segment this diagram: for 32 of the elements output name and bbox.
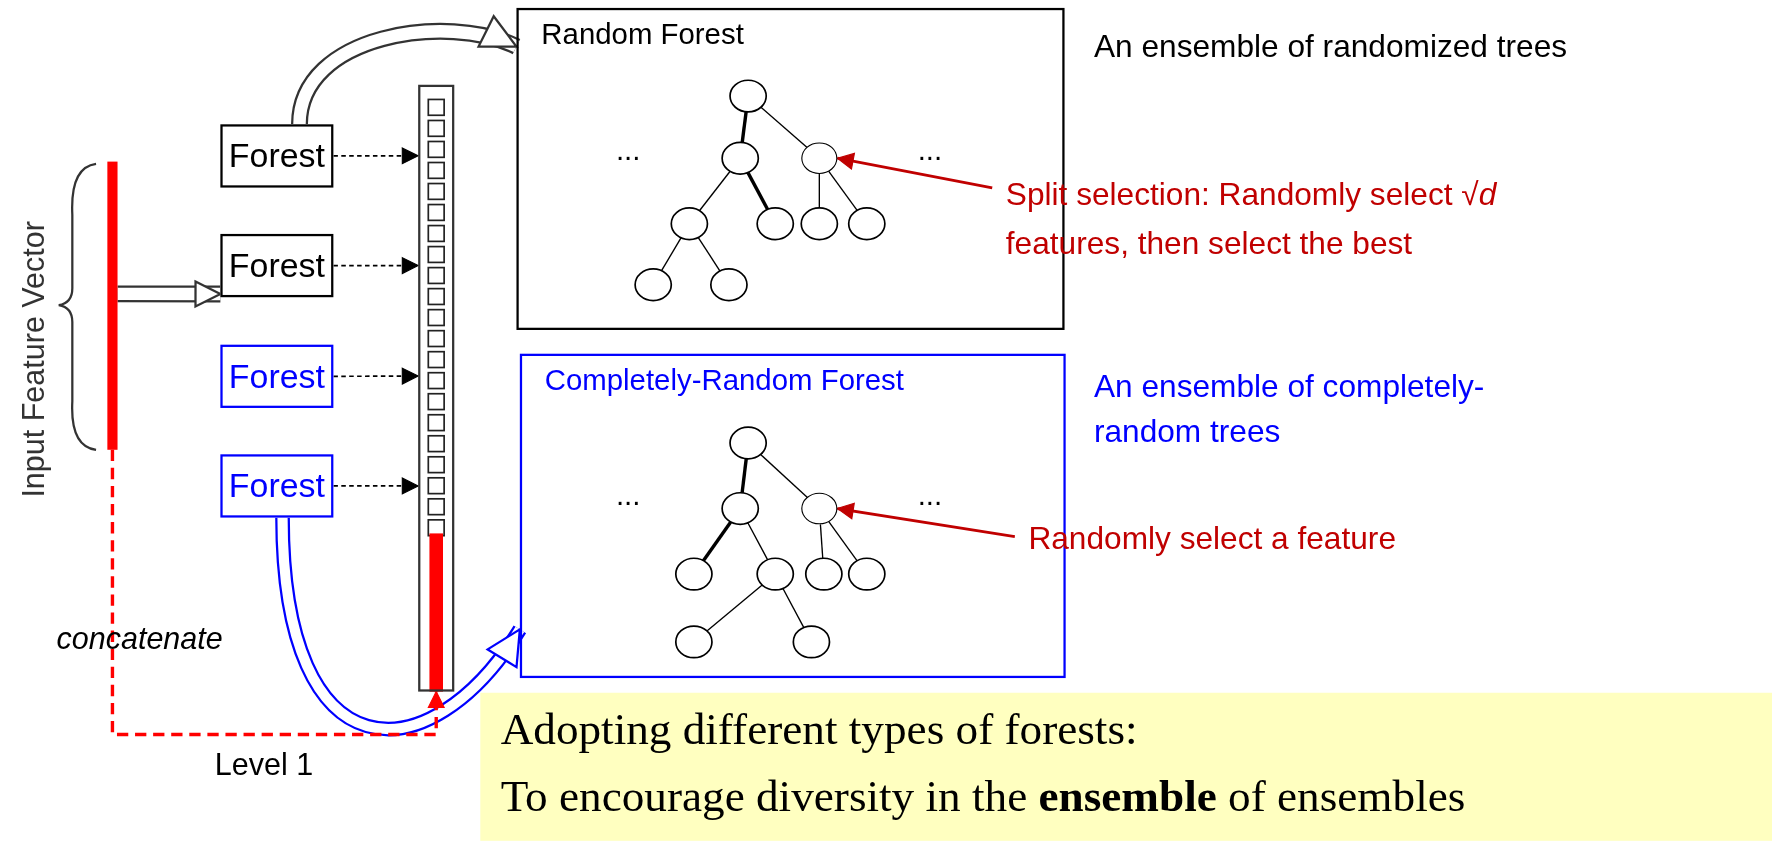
tree-node [801,492,838,525]
dashed-arrow [332,477,419,495]
dashed-arrow [332,257,419,275]
vertical-label: Input Feature Vector [16,221,52,498]
note-text: Adopting different types of forests: [500,701,1138,755]
forest-box: Forest [220,233,334,298]
note-text: To encourage diversity in the ensemble of ensembles [500,769,1466,823]
dashed-arrow [110,449,445,737]
panel-title: Completely-Random Forest [544,362,904,398]
block-arrow [117,280,222,308]
ellipsis-text: ... [917,133,943,169]
caption-text: An ensemble of randomized trees [1093,28,1568,65]
ellipsis-text: ... [917,478,943,514]
leader-line [836,502,1016,538]
block-arrow [275,517,526,737]
dashed-arrow [332,147,419,165]
ellipsis-text: ... [615,478,641,514]
tree-node [801,142,838,175]
block-arrow [291,17,520,126]
leader-line [836,152,993,190]
dashed-arrow [332,367,419,385]
step-label: concatenate [56,621,223,657]
forest-box: Forest [220,344,334,408]
panel-title: Random Forest [541,16,744,52]
note-box [480,692,1772,841]
input-vector-bar [107,161,118,450]
caption-text: An ensemble of completely-random trees [1093,367,1486,451]
feature-vector-bar [418,84,455,692]
level-label: Level 1 [214,748,314,784]
ellipsis-text: ... [615,133,641,169]
forest-box: Forest [220,124,334,188]
forest-box: Forest [220,454,334,518]
